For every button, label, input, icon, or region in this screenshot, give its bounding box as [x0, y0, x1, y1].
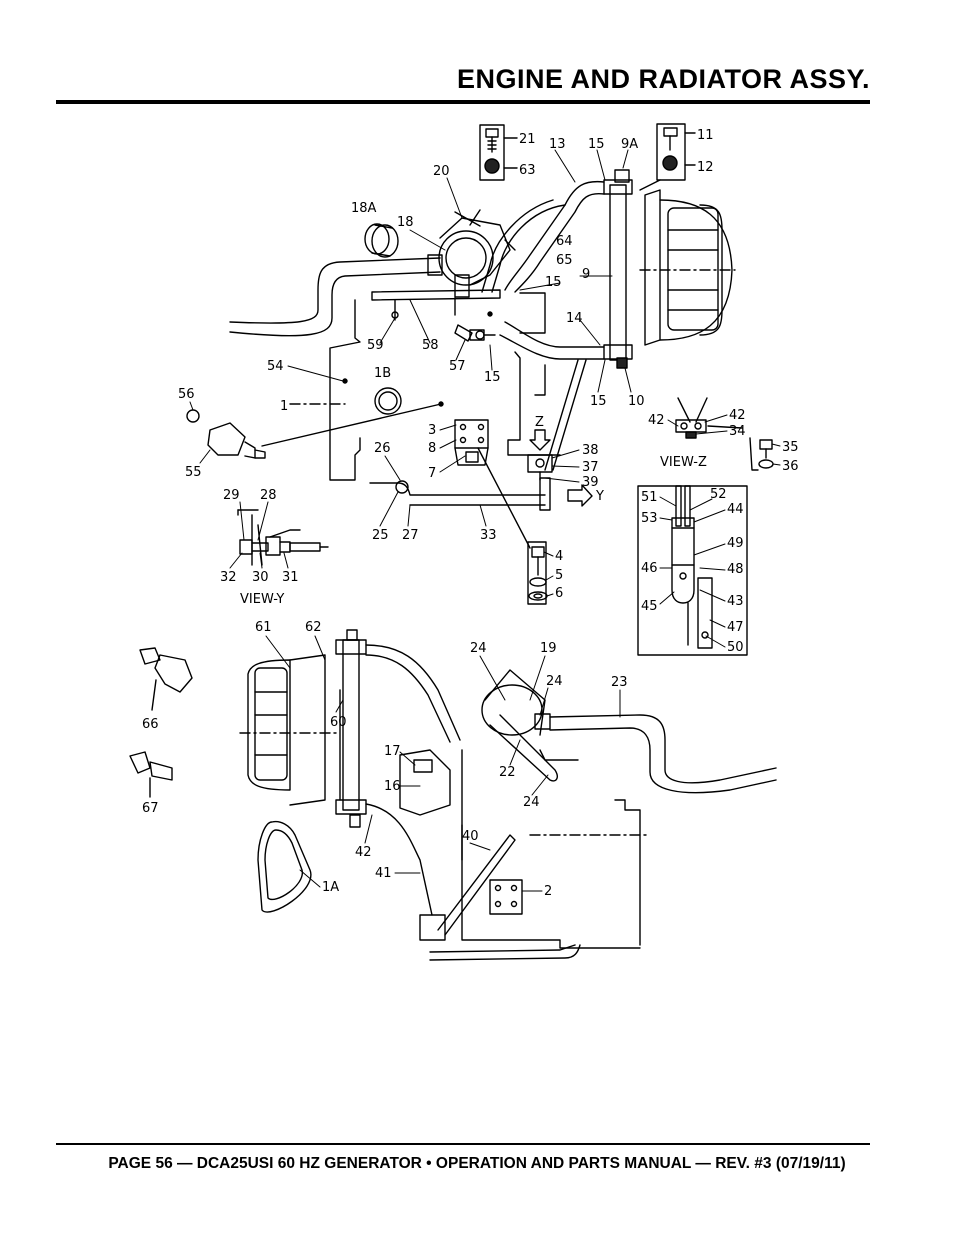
label-10: 10 — [628, 394, 645, 409]
label-11: 11 — [697, 128, 714, 143]
label-47: 47 — [727, 620, 744, 635]
top-assembly-drawing — [186, 123, 774, 656]
label-24-right: 24 — [546, 674, 563, 689]
label-43: 43 — [727, 594, 744, 609]
label-37: 37 — [582, 460, 599, 475]
label-45: 45 — [641, 599, 658, 614]
view-z-caption: VIEW-Z — [660, 455, 707, 470]
part-labels: 21 63 11 12 13 15 9A 20 18A 18 64 65 9 1… — [142, 128, 799, 899]
label-33: 33 — [480, 528, 497, 543]
label-9: 9 — [582, 267, 590, 282]
view-z-arrow-label: Z — [535, 415, 544, 430]
label-50: 50 — [727, 640, 744, 655]
bottom-assembly-drawing — [129, 629, 777, 961]
label-59: 59 — [367, 338, 384, 353]
label-56: 56 — [178, 387, 195, 402]
label-17: 17 — [384, 744, 401, 759]
label-57: 57 — [449, 359, 466, 374]
label-53: 53 — [641, 511, 658, 526]
label-24-bottom: 24 — [523, 795, 540, 810]
label-30: 30 — [252, 570, 269, 585]
label-61: 61 — [255, 620, 272, 635]
label-38: 38 — [582, 443, 599, 458]
leader-lines — [189, 149, 781, 892]
label-7: 7 — [428, 466, 436, 481]
label-48: 48 — [727, 562, 744, 577]
label-1a: 1A — [322, 880, 339, 895]
label-2: 2 — [544, 884, 552, 899]
label-67: 67 — [142, 801, 159, 816]
label-40: 40 — [462, 829, 479, 844]
label-36: 36 — [782, 459, 799, 474]
label-28: 28 — [260, 488, 277, 503]
label-64: 64 — [556, 234, 573, 249]
view-y-caption: VIEW-Y — [240, 592, 284, 607]
label-41: 41 — [375, 866, 392, 881]
label-15-mid: 15 — [545, 275, 562, 290]
label-29: 29 — [223, 488, 240, 503]
label-46: 46 — [641, 561, 658, 576]
label-5: 5 — [555, 568, 563, 583]
label-25: 25 — [372, 528, 389, 543]
label-1: 1 — [280, 399, 288, 414]
label-9a: 9A — [621, 137, 638, 152]
label-42-viewz-right: 42 — [729, 408, 746, 423]
label-18a: 18A — [351, 201, 377, 216]
label-22: 22 — [499, 765, 516, 780]
page-title: ENGINE AND RADIATOR ASSY. — [456, 64, 870, 94]
label-31: 31 — [282, 570, 299, 585]
label-44: 44 — [727, 502, 744, 517]
label-65: 65 — [556, 253, 573, 268]
label-1b: 1B — [374, 366, 391, 381]
label-62: 62 — [305, 620, 322, 635]
page-footer: PAGE 56 — DCA25USI 60 HZ GENERATOR • OPE… — [108, 1155, 846, 1172]
label-34: 34 — [729, 424, 746, 439]
label-15-top: 15 — [588, 137, 605, 152]
label-14: 14 — [566, 311, 583, 326]
label-8: 8 — [428, 441, 436, 456]
label-3: 3 — [428, 423, 436, 438]
label-15-low: 15 — [484, 370, 501, 385]
label-23: 23 — [611, 675, 628, 690]
label-15-bottom: 15 — [590, 394, 607, 409]
label-63: 63 — [519, 163, 536, 178]
label-35: 35 — [782, 440, 799, 455]
label-4: 4 — [555, 549, 563, 564]
footer-rule — [56, 1143, 870, 1145]
label-6: 6 — [555, 586, 563, 601]
view-y-arrow-label: Y — [595, 489, 604, 504]
label-20: 20 — [433, 164, 450, 179]
label-13: 13 — [549, 137, 566, 152]
label-51: 51 — [641, 490, 658, 505]
label-32: 32 — [220, 570, 237, 585]
label-39: 39 — [582, 475, 599, 490]
label-42-bottom: 42 — [355, 845, 372, 860]
label-55: 55 — [185, 465, 202, 480]
label-52: 52 — [710, 487, 727, 502]
header-rule — [56, 100, 870, 104]
label-66: 66 — [142, 717, 159, 732]
label-12: 12 — [697, 160, 714, 175]
label-27: 27 — [402, 528, 419, 543]
label-60: 60 — [330, 715, 347, 730]
label-49: 49 — [727, 536, 744, 551]
label-58: 58 — [422, 338, 439, 353]
label-21: 21 — [519, 132, 536, 147]
label-16: 16 — [384, 779, 401, 794]
label-42-viewz-left: 42 — [648, 413, 665, 428]
label-54: 54 — [267, 359, 284, 374]
label-18: 18 — [397, 215, 414, 230]
label-26: 26 — [374, 441, 391, 456]
label-24-top: 24 — [470, 641, 487, 656]
label-19: 19 — [540, 641, 557, 656]
